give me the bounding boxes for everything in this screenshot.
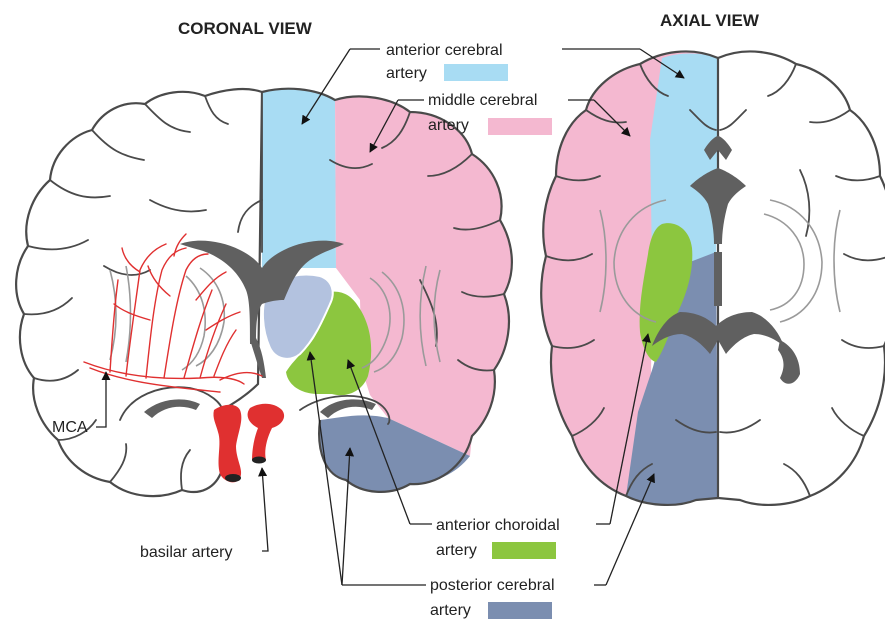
legend-aca-line1: anterior cerebral: [386, 42, 503, 59]
legend-pca-swatch: [488, 602, 552, 619]
coronal-view: [16, 89, 512, 496]
legend-mca-line1: middle cerebral: [428, 92, 537, 109]
coronal-temporal-horn-right: [320, 399, 376, 418]
coronal-vessel-cut-2: [252, 457, 266, 464]
axial-view: [541, 51, 885, 504]
legend-acha-swatch: [492, 542, 556, 559]
legend-pca-line2: artery: [430, 602, 471, 619]
legend-aca-swatch: [444, 64, 508, 81]
legend-acha: anterior choroidal artery: [436, 517, 560, 559]
legend-aca-line2: artery: [386, 65, 427, 82]
legend-acha-line2: artery: [436, 542, 477, 559]
label-mca: MCA: [52, 419, 88, 436]
axial-right-hemisphere: [718, 51, 885, 504]
legend-mca-line2: artery: [428, 117, 469, 134]
coronal-basilar-artery: [248, 404, 285, 460]
legend-aca: anterior cerebral artery: [386, 42, 508, 82]
legend-pca-line1: posterior cerebral: [430, 577, 555, 594]
legend-mca-swatch: [488, 118, 552, 135]
legend-pca: posterior cerebral artery: [430, 577, 555, 619]
legend-mca: middle cerebral artery: [428, 92, 552, 135]
axial-title: AXIAL VIEW: [660, 11, 760, 30]
arrow-basilar: [262, 468, 268, 551]
legend-acha-line1: anterior choroidal: [436, 517, 560, 534]
coronal-vessel-cut-1: [225, 474, 241, 482]
axial-third-ventricle: [714, 252, 722, 306]
coronal-title: CORONAL VIEW: [178, 19, 313, 38]
label-basilar-artery: basilar artery: [140, 544, 232, 561]
